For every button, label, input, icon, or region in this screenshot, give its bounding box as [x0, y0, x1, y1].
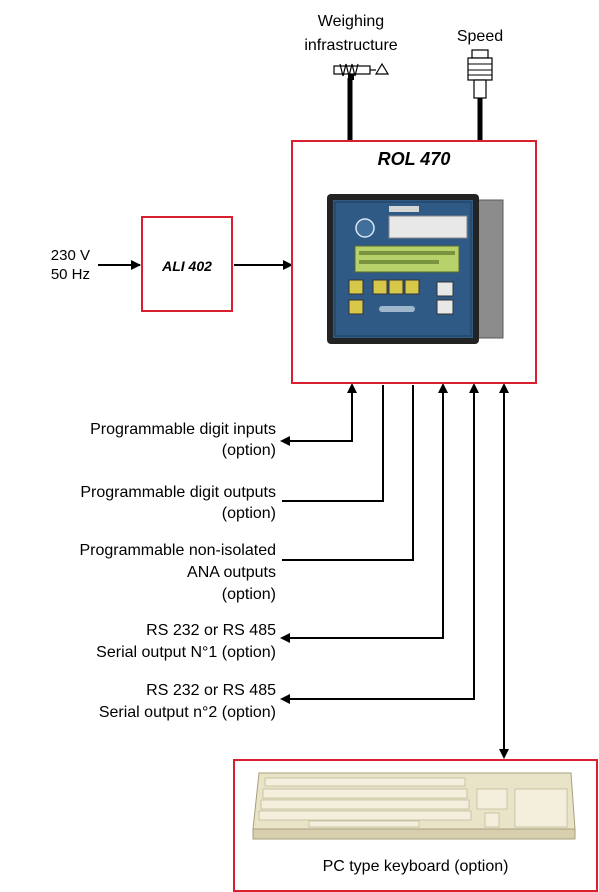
supply-voltage: 230 V [50, 247, 90, 264]
io-serial1-line2: Serial output N°1 (option) [96, 644, 276, 661]
io-ana-outputs-line2: ANA outputs [187, 564, 276, 581]
speed-label: Speed [456, 28, 504, 45]
weighing-label-line1: Weighing [317, 13, 385, 30]
io-ana-outputs-line3: (option) [221, 586, 276, 603]
ali-402-label: ALI 402 [162, 258, 212, 274]
io-outputs-wire [282, 385, 384, 502]
weighing-label-line2: infrastructure [304, 37, 398, 54]
load-cell-icon [333, 62, 390, 80]
io-inputs-wire [282, 385, 353, 442]
io-digit-inputs-line1: Programmable digit inputs [90, 421, 276, 438]
io-digit-outputs-line2: (option) [221, 505, 276, 522]
rol-470-device-image [327, 194, 504, 344]
io-digit-inputs-line2: (option) [221, 442, 276, 459]
io-ana-wire [282, 385, 414, 561]
io-serial2-wire [282, 385, 475, 700]
keyboard-box: PC type keyboard (option) [233, 759, 598, 892]
speed-sensor-icon [467, 49, 493, 99]
rol-470-box: ROL 470 [291, 140, 537, 384]
ali-402-box: ALI 402 [141, 216, 233, 312]
io-serial1-line1: RS 232 or RS 485 [146, 622, 276, 639]
keyboard-label: PC type keyboard (option) [322, 858, 509, 875]
io-serial2-line2: Serial output n°2 (option) [98, 704, 276, 721]
pc-keyboard-image [252, 772, 576, 840]
io-serial2-line1: RS 232 or RS 485 [146, 682, 276, 699]
io-serial1-wire [282, 385, 444, 639]
supply-frequency: 50 Hz [50, 266, 90, 283]
io-digit-outputs-line1: Programmable digit outputs [80, 484, 276, 501]
io-ana-outputs-line1: Programmable non-isolated [79, 542, 276, 559]
rol-470-label: ROL 470 [377, 149, 451, 169]
